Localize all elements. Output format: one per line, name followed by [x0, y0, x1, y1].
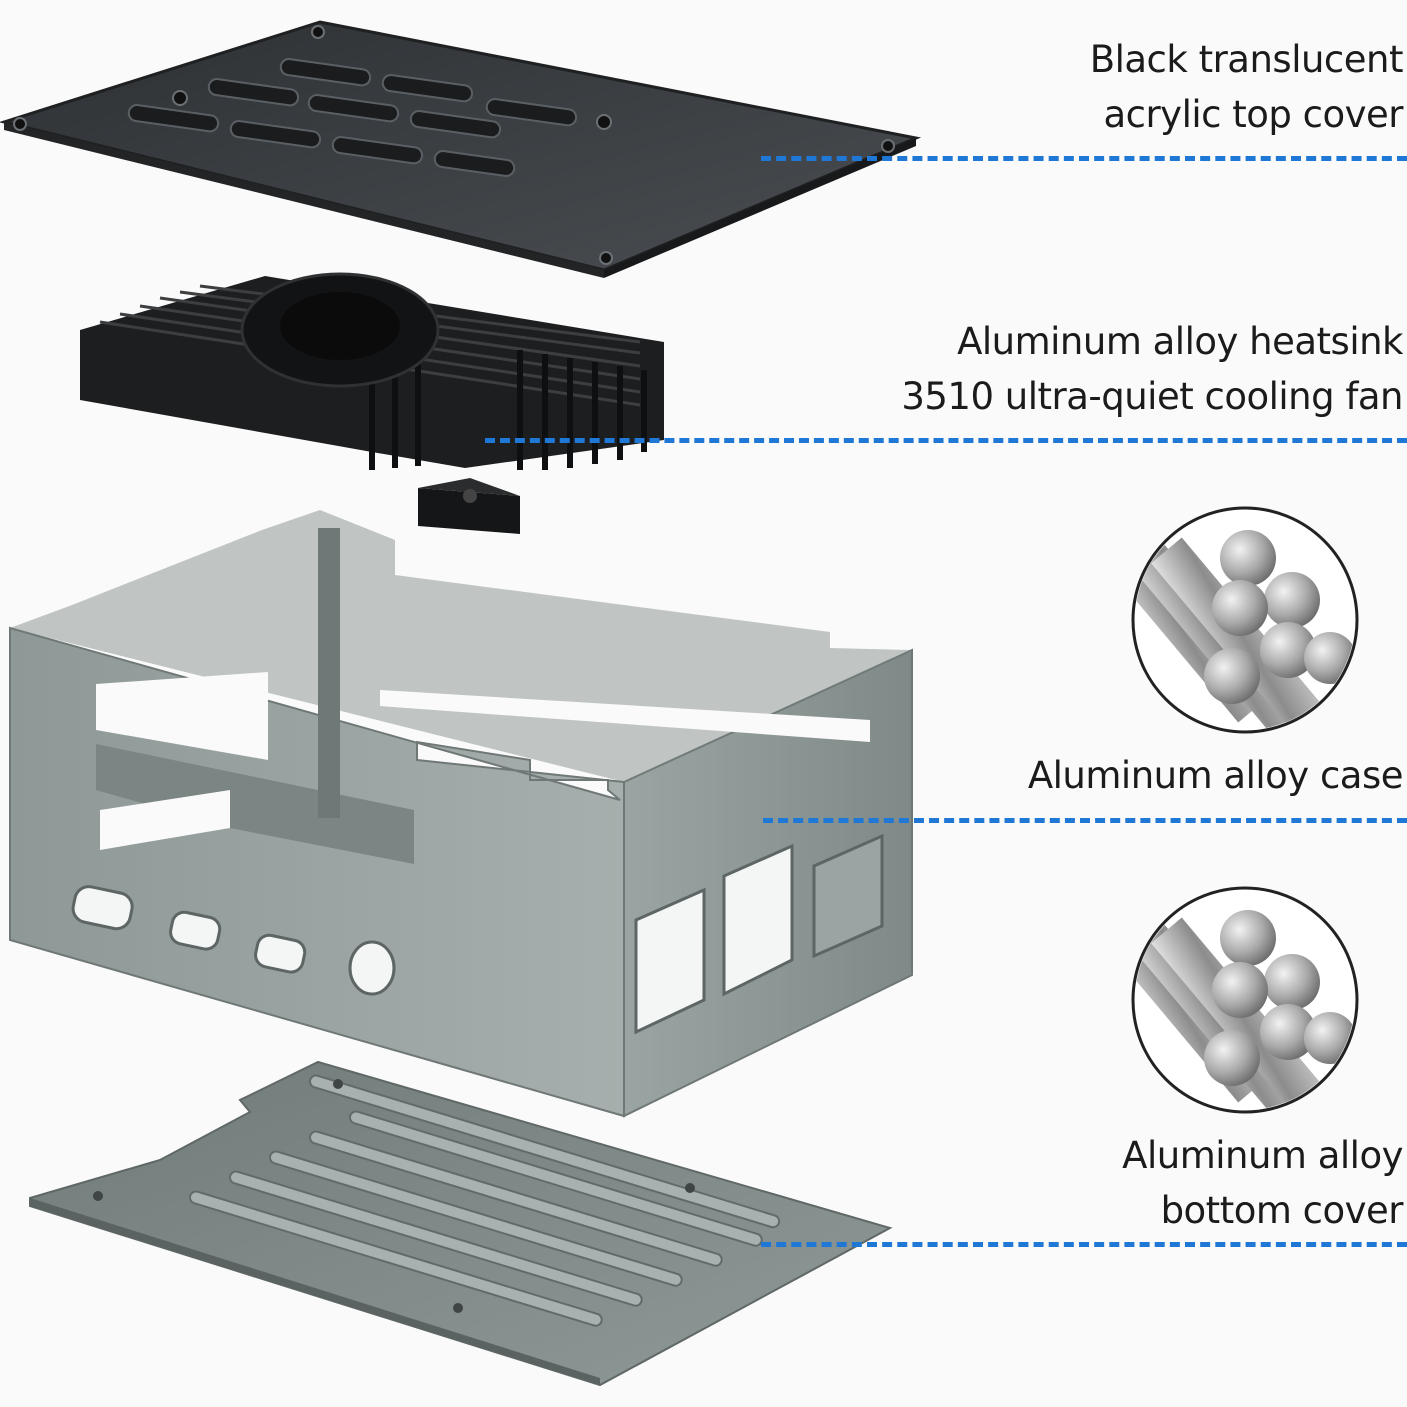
label-heatsink: Aluminum alloy heatsink 3510 ultra-quiet… [901, 314, 1403, 424]
label-line: Aluminum alloy [1122, 1134, 1403, 1177]
leader-line-bottom-cover [761, 1242, 1407, 1247]
label-line: Black translucent [1089, 38, 1404, 81]
acrylic-top-cover-icon [0, 20, 922, 278]
leader-line-heatsink [485, 438, 1407, 443]
heatsink-fan-icon [80, 272, 664, 534]
label-line: Aluminum alloy case [1027, 754, 1404, 797]
aluminum-rods-icon [1131, 886, 1359, 1114]
label-top-cover: Black translucent acrylic top cover [1089, 32, 1404, 142]
label-line: bottom cover [1160, 1189, 1404, 1232]
label-bottom-cover: Aluminum alloy bottom cover [1122, 1128, 1403, 1238]
label-case: Aluminum alloy case [1027, 748, 1404, 803]
leader-line-case [763, 818, 1407, 823]
leader-line-top-cover [761, 156, 1407, 161]
aluminum-case-icon [9, 510, 913, 1118]
bottom-cover-icon [29, 1060, 893, 1387]
label-line: acrylic top cover [1103, 93, 1403, 136]
aluminum-rods-icon [1131, 506, 1359, 734]
label-line: Aluminum alloy heatsink [957, 320, 1403, 363]
label-line: 3510 ultra-quiet cooling fan [901, 375, 1403, 418]
